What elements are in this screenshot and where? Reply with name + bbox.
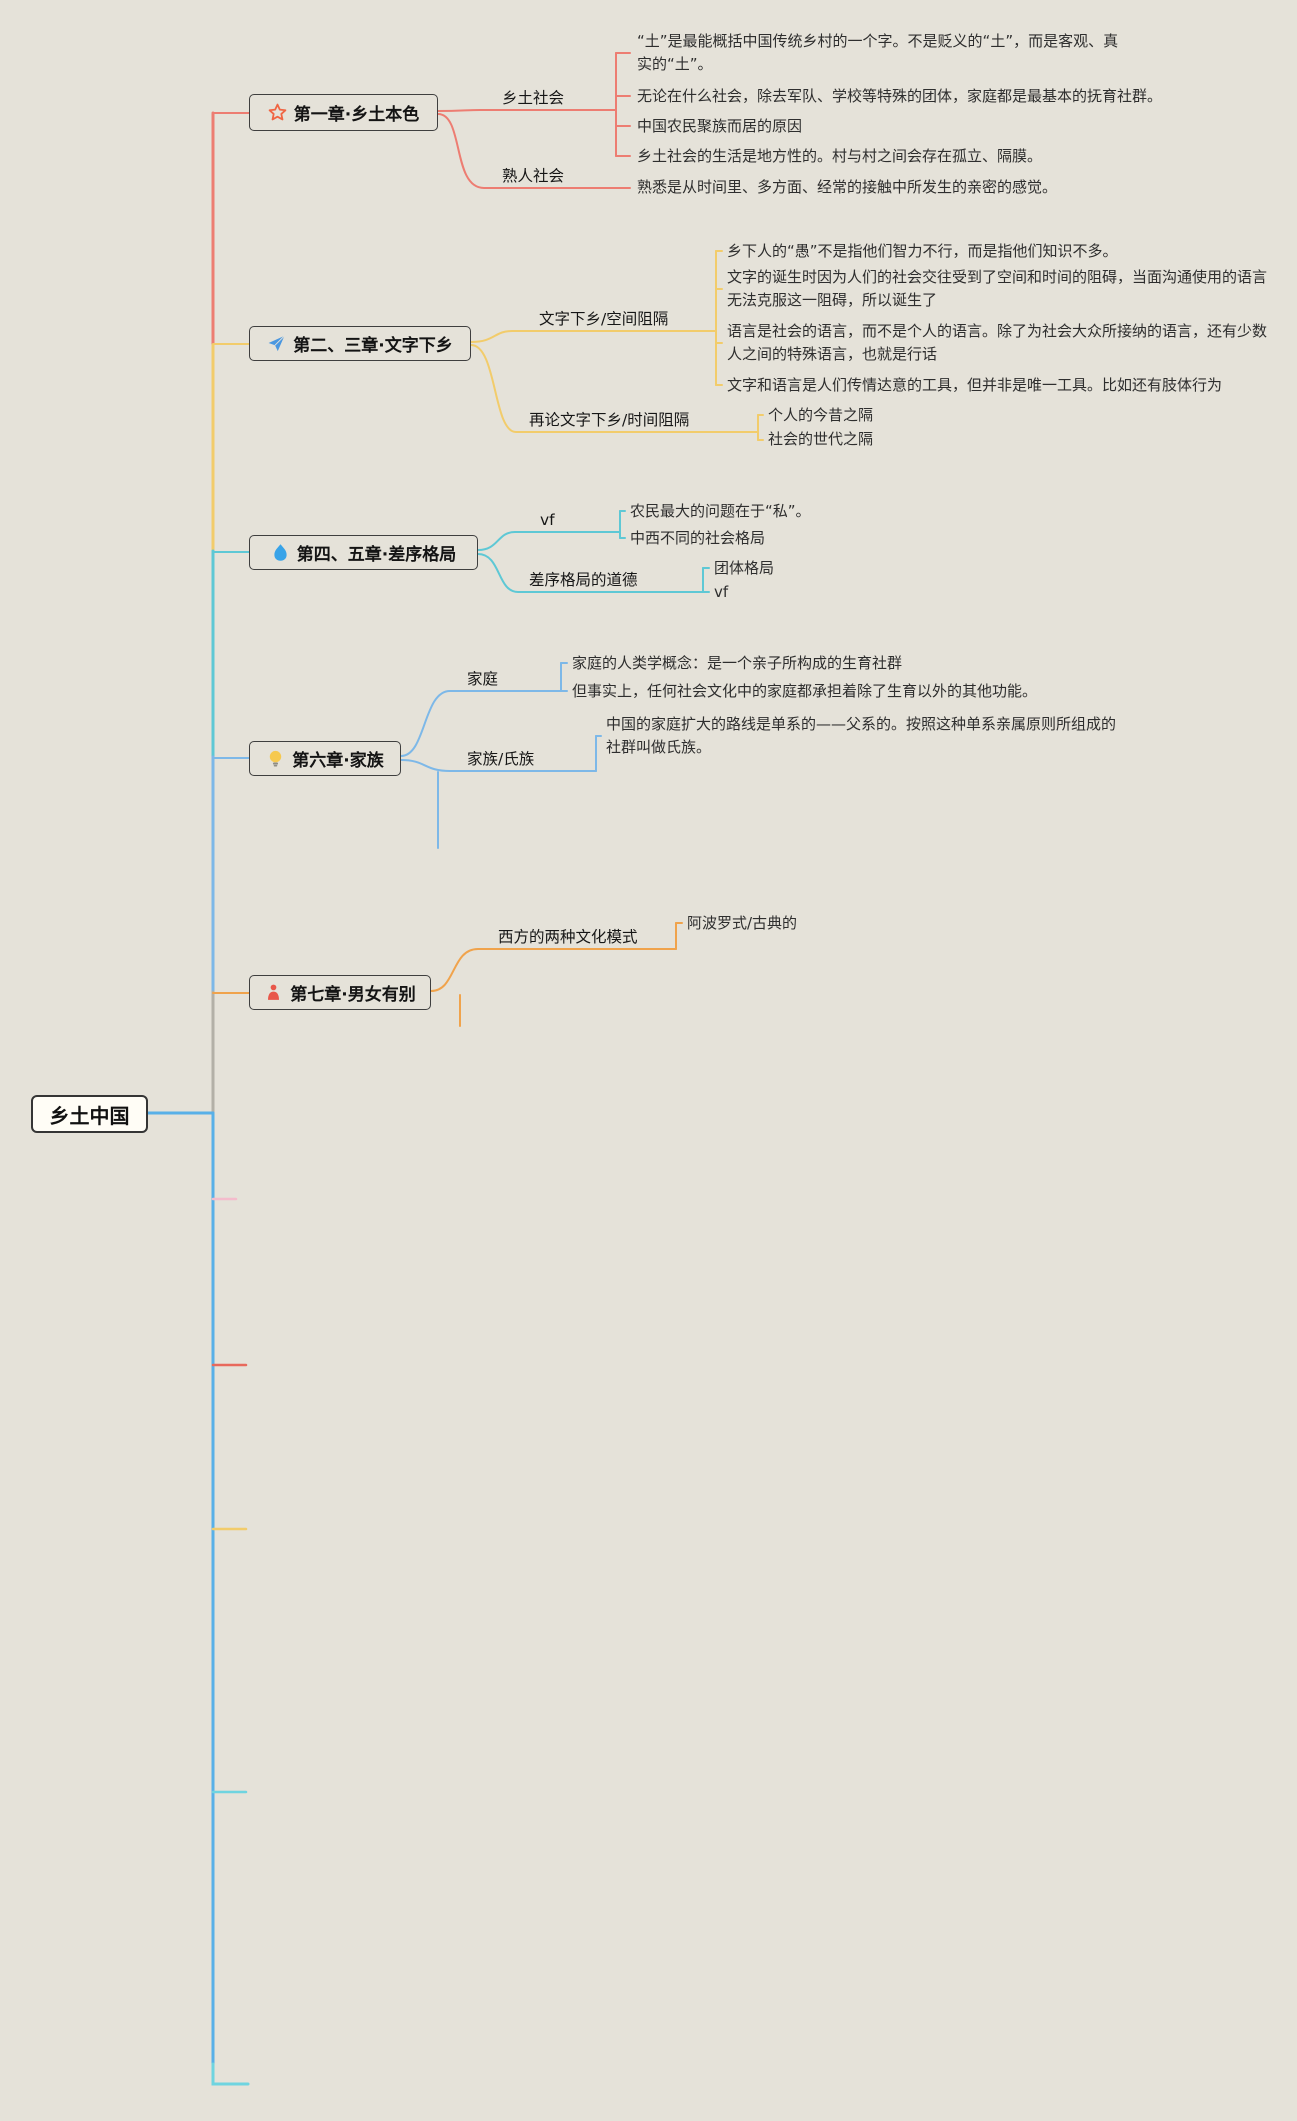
chapter-node-1[interactable]: 第一章·乡土本色 — [249, 94, 438, 131]
leaf-topic[interactable]: 家庭的人类学概念：是一个亲子所构成的生育社群 — [572, 654, 903, 672]
subtopic-node[interactable]: 家族/氏族 — [467, 750, 535, 768]
subtopic-node[interactable]: 西方的两种文化模式 — [498, 928, 638, 946]
chapter-title: 第一章·乡土本色 — [293, 105, 420, 125]
leaf-topic[interactable]: 无论在什么社会，除去军队、学校等特殊的团体，家庭都是最基本的抚育社群。 — [637, 87, 1163, 105]
chapter-title: 第四、五章·差序格局 — [296, 545, 457, 565]
subtopic-node[interactable]: vf — [540, 511, 555, 529]
leaf-topic[interactable]: 文字和语言是人们传情达意的工具，但并非是唯一工具。比如还有肢体行为 — [727, 376, 1223, 394]
subtopic-node[interactable]: 家庭 — [467, 670, 499, 688]
leaf-topic[interactable]: 个人的今昔之隔 — [768, 406, 874, 424]
subtopic-node[interactable]: 文字下乡/空间阻隔 — [539, 310, 669, 328]
chapter-title: 第七章·男女有别 — [290, 985, 416, 1005]
leaf-topic[interactable]: 团体格局 — [714, 559, 775, 577]
leaf-topic[interactable]: “土”是最能概括中国传统乡村的一个字。不是贬义的“土”，而是客观、真实的“土”。 — [637, 32, 1119, 73]
root-node[interactable]: 乡土中国 — [31, 1095, 148, 1133]
chapter-node-2-3[interactable]: 第二、三章·文字下乡 — [249, 326, 471, 361]
chapter-node-7[interactable]: 第七章·男女有别 — [249, 975, 431, 1010]
root-label: 乡土中国 — [49, 1103, 130, 1128]
chapter-title: 第六章·家族 — [292, 751, 384, 771]
lightbulb-icon — [266, 749, 285, 768]
paper-plane-icon — [267, 334, 286, 353]
leaf-topic[interactable]: 阿波罗式/古典的 — [687, 914, 798, 932]
subtopic-node[interactable]: 熟人社会 — [502, 167, 565, 185]
leaf-topic[interactable]: 中国农民聚族而居的原因 — [637, 117, 803, 135]
leaf-topic[interactable]: vf — [714, 583, 729, 601]
leaf-topic[interactable]: 语言是社会的语言，而不是个人的语言。除了为社会大众所接纳的语言，还有少数人之间的… — [727, 322, 1268, 363]
person-icon — [264, 983, 283, 1002]
leaf-topic[interactable]: 中国的家庭扩大的路线是单系的——父系的。按照这种单系亲属原则所组成的社群叫做氏族… — [606, 715, 1117, 756]
chapter-title: 第二、三章·文字下乡 — [293, 336, 453, 356]
leaf-topic[interactable]: 社会的世代之隔 — [768, 430, 874, 448]
flame-icon — [271, 543, 290, 562]
leaf-topic[interactable]: 但事实上，任何社会文化中的家庭都承担着除了生育以外的其他功能。 — [572, 682, 1038, 700]
chapter-node-6[interactable]: 第六章·家族 — [249, 741, 401, 776]
subtopic-node[interactable]: 再论文字下乡/时间阻隔 — [529, 411, 690, 429]
leaf-topic[interactable]: 文字的诞生时因为人们的社会交往受到了空间和时间的阻碍，当面沟通使用的语言无法克服… — [727, 268, 1268, 309]
chapter-node-4-5[interactable]: 第四、五章·差序格局 — [249, 535, 478, 570]
leaf-topic[interactable]: 熟悉是从时间里、多方面、经常的接触中所发生的亲密的感觉。 — [637, 178, 1058, 196]
leaf-topic[interactable]: 中西不同的社会格局 — [630, 529, 766, 547]
leaf-topic[interactable]: 乡土社会的生活是地方性的。村与村之间会存在孤立、隔膜。 — [637, 147, 1043, 165]
subtopic-node[interactable]: 乡土社会 — [502, 89, 565, 107]
star-icon — [268, 103, 287, 122]
leaf-topic[interactable]: 农民最大的问题在于“私”。 — [630, 502, 811, 520]
leaf-topic[interactable]: 乡下人的“愚”不是指他们智力不行，而是指他们知识不多。 — [727, 242, 1118, 260]
subtopic-node[interactable]: 差序格局的道德 — [529, 571, 638, 589]
